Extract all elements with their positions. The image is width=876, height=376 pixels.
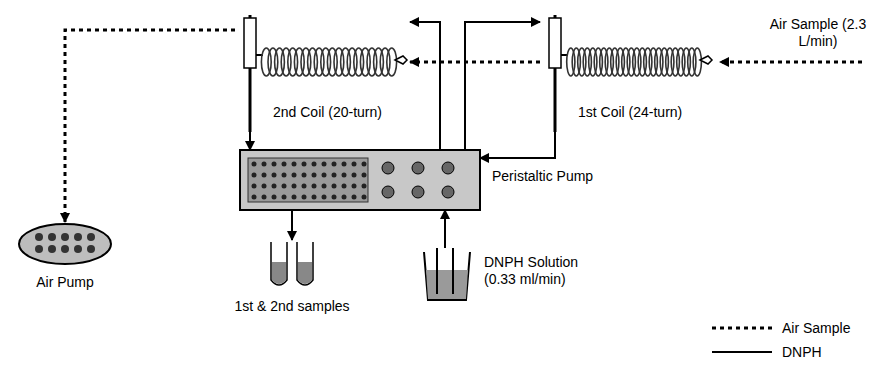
sample-tubes: 1st & 2nd samples bbox=[265, 240, 319, 290]
legend-item: DNPH bbox=[712, 342, 822, 362]
legend-item: Air Sample bbox=[712, 318, 850, 338]
legend-text: DNPH bbox=[782, 344, 822, 360]
air-line bbox=[65, 30, 235, 222]
node-label: 1st & 2nd samples bbox=[234, 298, 349, 315]
sample-tubes-drawing bbox=[265, 240, 319, 290]
legend-text: Air Sample bbox=[782, 320, 850, 336]
peristaltic-pump: Peristaltic Pump bbox=[240, 150, 480, 210]
dnph-line bbox=[444, 210, 446, 248]
dnph-line bbox=[480, 132, 555, 158]
legend-line bbox=[712, 323, 772, 333]
reagent-beaker: DNPH Solution (0.33 ml/min) bbox=[420, 248, 474, 302]
dnph-line bbox=[410, 22, 440, 150]
dnph-line bbox=[465, 22, 540, 150]
coil-reactor: 2nd Coil (20-turn) bbox=[235, 10, 410, 132]
node-label: 2nd Coil (20-turn) bbox=[273, 104, 382, 121]
air-line bbox=[410, 61, 540, 64]
reagent-beaker-drawing bbox=[420, 248, 474, 302]
node-label: Peristaltic Pump bbox=[492, 168, 593, 185]
coil-reactor: 1st Coil (24-turn) bbox=[540, 10, 715, 132]
legend-line bbox=[712, 347, 772, 357]
air-inlet-arrow bbox=[720, 61, 862, 64]
air-pump: Air Pump bbox=[15, 222, 115, 266]
node-label: 1st Coil (24-turn) bbox=[578, 104, 682, 121]
peristaltic-pump-drawing bbox=[240, 150, 480, 210]
node-label: DNPH Solution (0.33 ml/min) bbox=[484, 254, 596, 288]
dnph-line bbox=[249, 132, 251, 150]
node-label: Air Pump bbox=[36, 274, 94, 291]
dnph-line bbox=[291, 210, 293, 240]
air-pump-drawing bbox=[15, 222, 115, 266]
flow-label: Air Sample (2.3 L/min) bbox=[765, 16, 871, 50]
